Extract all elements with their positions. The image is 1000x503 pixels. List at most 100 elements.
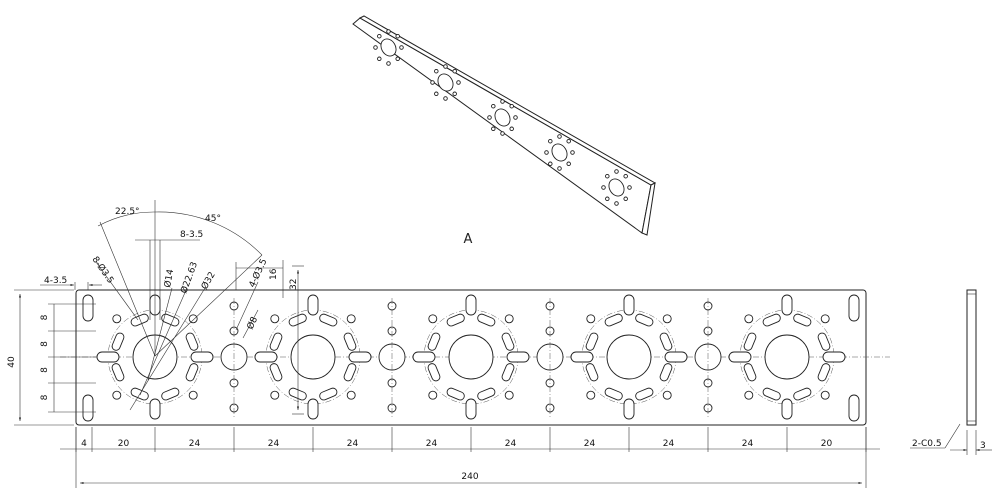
arc-slot xyxy=(319,313,338,327)
arc-slot xyxy=(743,363,757,382)
arc-slot xyxy=(111,363,125,382)
iso-small-hole xyxy=(509,103,514,109)
arc-slot xyxy=(501,363,515,382)
edge-slot xyxy=(82,294,94,322)
vertical-slot xyxy=(465,294,477,316)
iso-small-hole xyxy=(614,201,619,206)
iso-small-hole xyxy=(443,96,448,101)
outer-hole xyxy=(428,314,438,324)
iso-small-hole xyxy=(548,138,553,144)
arc-slot xyxy=(446,387,465,401)
mid-hole-group-2 xyxy=(378,298,406,418)
iso-small-hole xyxy=(500,99,505,104)
iso-small-hole xyxy=(614,169,619,174)
center-bore xyxy=(448,334,494,380)
vertical-slot xyxy=(465,398,477,420)
motor-mount-5 xyxy=(728,294,846,420)
arc-slot xyxy=(343,363,357,382)
pitch-16-label: 16 xyxy=(269,268,279,280)
iso-small-hole xyxy=(373,45,378,50)
iso-small-hole xyxy=(456,80,461,85)
iso-small-hole xyxy=(452,91,457,97)
segment-label: 24 xyxy=(426,439,438,449)
segment-label: 20 xyxy=(118,439,130,449)
iso-small-hole xyxy=(605,173,610,179)
side-slot xyxy=(96,351,120,363)
arc-slot xyxy=(427,363,441,382)
outer-hole xyxy=(744,314,754,324)
iso-small-hole xyxy=(566,138,571,144)
edge-slot xyxy=(848,394,860,422)
edge-slot-label: 4-3.5 xyxy=(44,276,67,286)
vertical-slot xyxy=(623,294,635,316)
outer-hole xyxy=(662,390,672,400)
outer-hole xyxy=(586,390,596,400)
outer-hole xyxy=(820,314,830,324)
center-bore xyxy=(606,334,652,380)
arc-slot xyxy=(477,387,496,401)
side-slot xyxy=(348,351,372,363)
iso-small-hole xyxy=(434,91,439,97)
iso-center-bore xyxy=(380,38,397,57)
arc-slot xyxy=(585,332,599,351)
arc-slot xyxy=(604,313,623,327)
arc-slot xyxy=(635,387,654,401)
center-bore xyxy=(764,334,810,380)
iso-small-hole xyxy=(627,185,632,190)
segment-label: 24 xyxy=(505,439,517,449)
segment-label: 24 xyxy=(663,439,675,449)
arc-slot xyxy=(585,363,599,382)
segment-label: 4 xyxy=(81,439,87,449)
segment-label: 20 xyxy=(821,439,833,449)
arc-slot xyxy=(501,332,515,351)
arc-slot xyxy=(269,332,283,351)
iso-small-hole xyxy=(434,68,439,74)
iso-small-hole xyxy=(443,64,448,69)
arc-slot xyxy=(659,332,673,351)
front-view xyxy=(60,289,890,426)
iso-small-hole xyxy=(452,68,457,74)
arc-slot xyxy=(319,387,338,401)
iso-small-hole xyxy=(386,61,391,66)
mid-hole-group-1 xyxy=(220,298,248,418)
iso-small-hole xyxy=(386,29,391,34)
iso-center-bore xyxy=(494,108,511,127)
segment-label: 24 xyxy=(584,439,596,449)
row-pitch-label: 8 xyxy=(40,394,50,400)
segment-label: 24 xyxy=(189,439,201,449)
outer-hole xyxy=(112,314,122,324)
thickness-label: 3 xyxy=(980,441,986,451)
iso-small-hole xyxy=(605,196,610,202)
iso-small-hole xyxy=(513,115,518,120)
arc-slot xyxy=(269,363,283,382)
vertical-slot xyxy=(307,398,319,420)
iso-small-hole xyxy=(548,161,553,167)
outer-hole xyxy=(270,314,280,324)
iso-small-hole xyxy=(491,126,496,132)
center-bore xyxy=(290,334,336,380)
arc-slot xyxy=(817,332,831,351)
iso-small-hole xyxy=(491,103,496,109)
segment-label: 24 xyxy=(347,439,359,449)
mid-hole-group-3 xyxy=(536,298,564,418)
arc-slot xyxy=(635,313,654,327)
holes-4x-label: 4-Ø3.5 xyxy=(247,257,270,289)
arc-slot xyxy=(793,387,812,401)
side-slot xyxy=(570,351,594,363)
pitch-32-label: 32 xyxy=(289,279,299,290)
outer-hole xyxy=(820,390,830,400)
outer-hole xyxy=(346,390,356,400)
side-slot xyxy=(254,351,278,363)
arc-slot xyxy=(762,387,781,401)
dia-32-label: Ø32 xyxy=(199,270,218,292)
isometric-view xyxy=(352,15,657,236)
iso-small-hole xyxy=(557,134,562,139)
edge-slot xyxy=(848,294,860,322)
iso-small-hole xyxy=(487,115,492,120)
dia-14-label: Ø14 xyxy=(162,268,176,288)
height-label: 40 xyxy=(7,356,17,368)
